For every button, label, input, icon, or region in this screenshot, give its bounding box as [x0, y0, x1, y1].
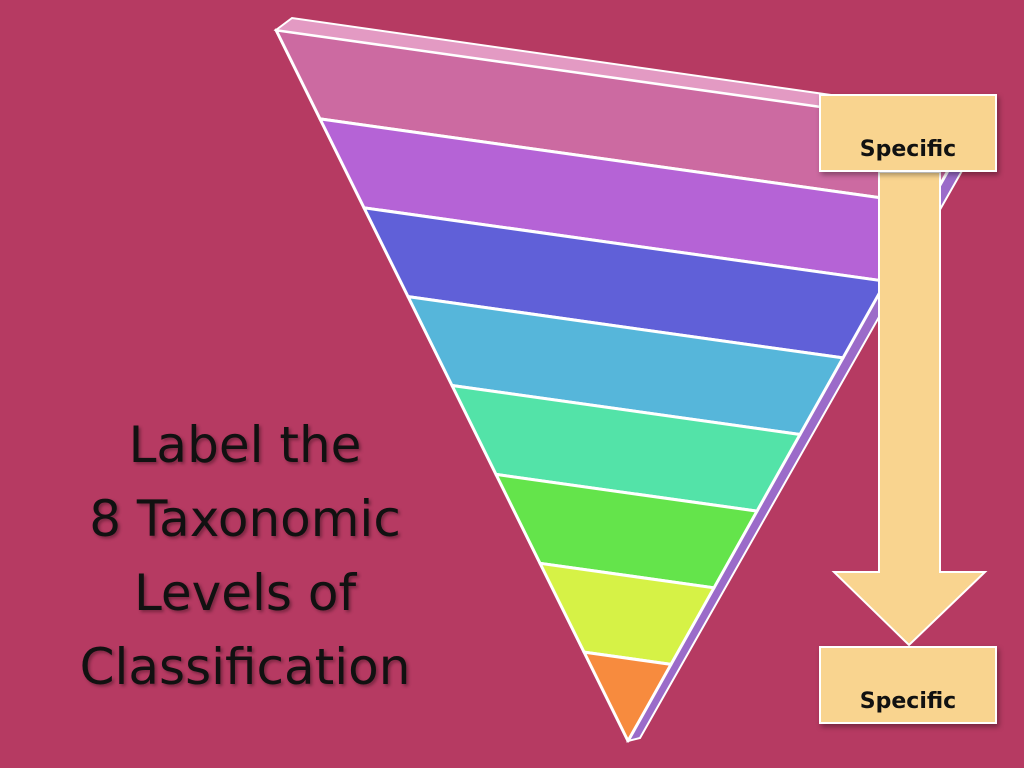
- bottom-label-box: Specific: [819, 646, 997, 724]
- title-line-2: 8 Taxonomic: [89, 490, 401, 548]
- top-label-text: Specific: [859, 137, 957, 162]
- slide-title: Label the 8 Taxonomic Levels of Classifi…: [30, 408, 460, 704]
- pyramid-level-8: [582, 650, 673, 743]
- bottom-label-text: Specific: [859, 689, 957, 714]
- pyramid-bands: [274, 28, 974, 743]
- title-line-4: Classification: [79, 638, 411, 696]
- title-line-3: Levels of: [133, 564, 357, 622]
- down-arrow: [831, 171, 988, 647]
- title-line-1: Label the: [128, 416, 362, 474]
- top-label-box: Specific: [819, 94, 997, 172]
